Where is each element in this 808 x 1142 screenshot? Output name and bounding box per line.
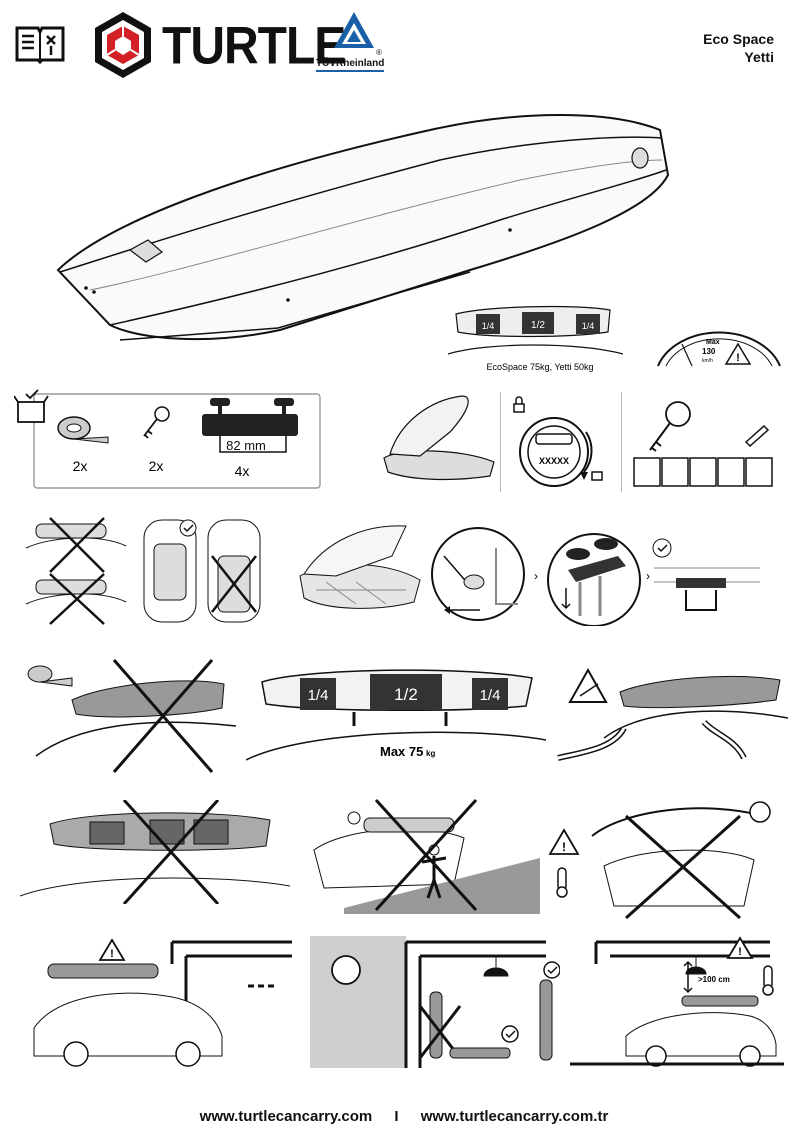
aerodynamic-wind-panel bbox=[557, 667, 788, 761]
no-straps-on-box-panel bbox=[27, 659, 237, 773]
mounting-orientation-panel bbox=[25, 517, 261, 625]
clamp-icon bbox=[202, 398, 298, 453]
certifier-name: TÜVRheinland bbox=[316, 58, 385, 72]
svg-text:!: ! bbox=[110, 948, 114, 960]
registered-mark: ® bbox=[376, 48, 382, 57]
load-distribution-large: 1/4 1/2 1/4 Max 75 kg bbox=[246, 669, 546, 761]
svg-text:›: › bbox=[534, 569, 538, 583]
small-load-label-left: 1/4 bbox=[482, 321, 495, 331]
clearance-text: >100 cm bbox=[698, 975, 730, 984]
garage-height-warning-panel: ! bbox=[33, 938, 292, 1067]
manual-book-icon bbox=[15, 26, 65, 64]
speedometer-icon: Max 130 km/h ! bbox=[657, 331, 781, 367]
strap-icon bbox=[57, 416, 109, 444]
speed-value: 130 bbox=[702, 347, 716, 356]
footer-separator: I bbox=[394, 1108, 399, 1125]
load-distribution-small: 1/4 1/2 1/4 EcoSpace 75kg, Yetti 50kg bbox=[448, 305, 623, 372]
large-load-label-right: 1/4 bbox=[480, 687, 501, 704]
max-load-unit: kg bbox=[426, 749, 435, 758]
max-load-text: Max 75 bbox=[380, 744, 423, 759]
large-load-label-mid: 1/2 bbox=[394, 685, 418, 704]
product-line2: Yetti bbox=[744, 49, 774, 65]
roof-box-illustration bbox=[56, 114, 670, 341]
garage-clearance-panel: ! >100 cm bbox=[570, 936, 784, 1067]
footer: www.turtlecancarry.com I www.turtlecanca… bbox=[0, 1108, 808, 1125]
product-names: Eco Space Yetti bbox=[703, 30, 774, 66]
load-note: EcoSpace 75kg, Yetti 50kg bbox=[486, 362, 593, 372]
svg-text:!: ! bbox=[562, 840, 566, 854]
clamp-mounting-steps: › › bbox=[431, 527, 760, 626]
package-contents-panel: 82 mm 2x 2x 4x bbox=[14, 389, 321, 489]
clamp-quantity: 4x bbox=[235, 463, 250, 479]
brand-name: TURTLE bbox=[162, 17, 346, 76]
open-box-illustration bbox=[383, 395, 495, 481]
svg-text:!: ! bbox=[738, 946, 742, 958]
key-icon bbox=[143, 406, 170, 439]
lock-instruction-panel: XXXXX bbox=[500, 392, 622, 492]
speed-label: Max bbox=[706, 339, 720, 346]
no-standing-panel bbox=[313, 798, 540, 914]
svg-text:!: ! bbox=[736, 352, 740, 364]
small-load-label-mid: 1/2 bbox=[531, 320, 545, 331]
svg-text:›: › bbox=[646, 569, 650, 583]
website-link-tr[interactable]: www.turtlecancarry.com.tr bbox=[420, 1108, 609, 1125]
key-quantity: 2x bbox=[149, 458, 164, 474]
lock-code: XXXXX bbox=[539, 456, 569, 466]
small-load-label-right: 1/4 bbox=[582, 321, 595, 331]
clamp-width: 82 mm bbox=[226, 438, 266, 453]
storage-panel bbox=[310, 936, 560, 1068]
no-overload-panel bbox=[20, 800, 290, 904]
no-sun-heat-panel: ! bbox=[548, 801, 771, 920]
strap-quantity: 2x bbox=[73, 458, 88, 474]
key-code-panel bbox=[633, 401, 773, 487]
turtle-logo-icon bbox=[95, 12, 151, 78]
product-line1: Eco Space bbox=[703, 31, 774, 47]
large-load-label-left: 1/4 bbox=[308, 687, 329, 704]
tuv-triangle-icon bbox=[334, 12, 374, 48]
speed-unit: km/h bbox=[702, 358, 713, 364]
mount-inside-illustration bbox=[299, 525, 421, 609]
open-box-icon bbox=[14, 389, 49, 423]
website-link[interactable]: www.turtlecancarry.com bbox=[199, 1108, 373, 1125]
